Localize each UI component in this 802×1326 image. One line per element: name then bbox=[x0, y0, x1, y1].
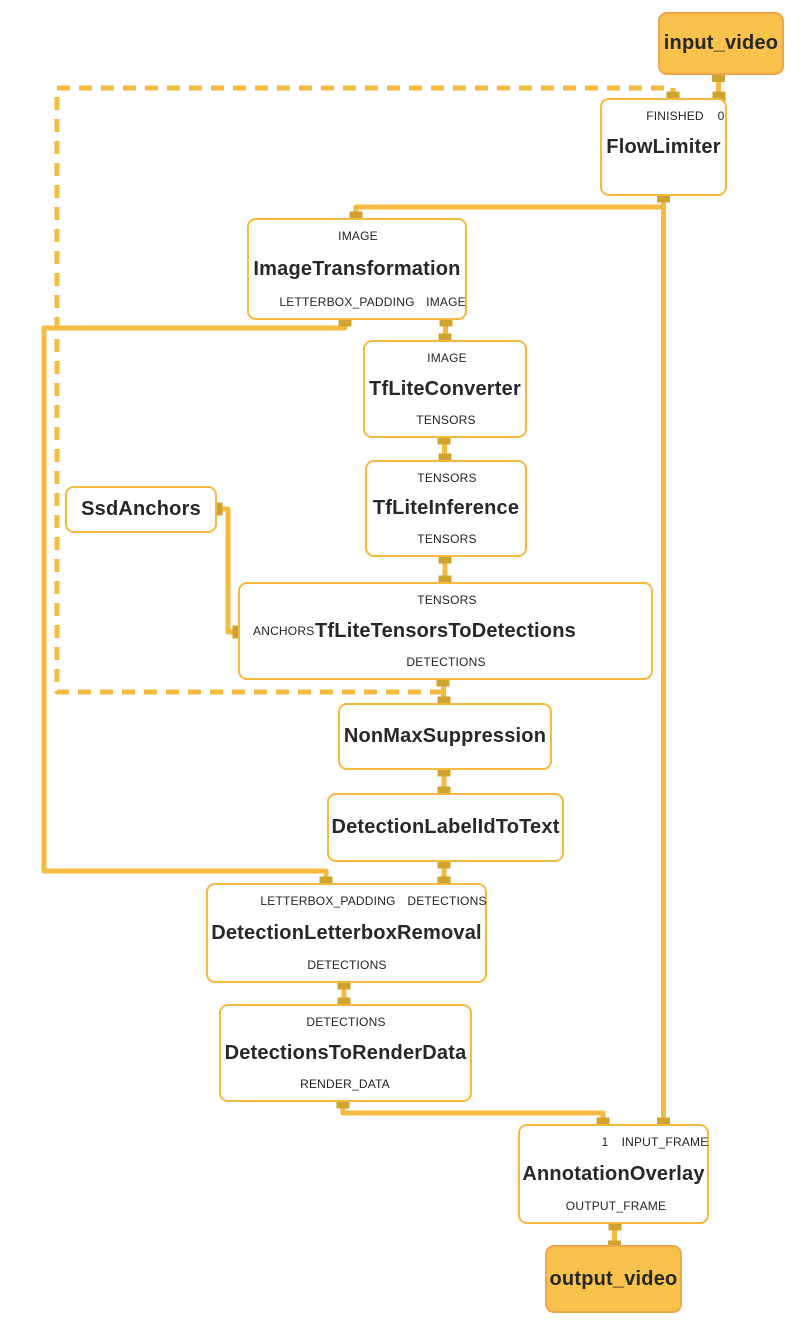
node-title-detections-to-render-data: DetectionsToRenderData bbox=[224, 1041, 467, 1064]
node-detection-letterbox-removal[interactable]: LETTERBOX_PADDING DETECTIONS DetectionLe… bbox=[206, 883, 487, 983]
edge-flowlimiter-to-imagetransformation bbox=[353, 204, 664, 218]
node-tflite-tensors-to-detections[interactable]: TENSORS ANCHORS TfLiteTensorsToDetection… bbox=[238, 582, 653, 680]
node-ssd-anchors[interactable]: SsdAnchors bbox=[65, 486, 217, 533]
edge-detections-to-flowlimiter-finished-dashed bbox=[54, 85, 676, 695]
node-title-tflite-converter: TfLiteConverter bbox=[369, 377, 521, 400]
port-label-image-in: IMAGE bbox=[338, 229, 378, 243]
port-label-detections-out: DETECTIONS bbox=[406, 655, 486, 669]
node-detections-to-render-data[interactable]: DETECTIONS DetectionsToRenderData RENDER… bbox=[219, 1004, 472, 1102]
port-label-tensors-out: TENSORS bbox=[416, 413, 476, 427]
port-label-detections-in: DETECTIONS bbox=[407, 894, 487, 908]
port-label-detections-out: DETECTIONS bbox=[307, 958, 387, 972]
port-label-image-out: IMAGE bbox=[426, 295, 466, 309]
port-label-letterbox-padding-in: LETTERBOX_PADDING bbox=[260, 894, 396, 908]
node-non-max-suppression[interactable]: NonMaxSuppression bbox=[338, 703, 552, 770]
node-title-tflite-inference: TfLiteInference bbox=[372, 497, 520, 519]
node-image-transformation[interactable]: IMAGE ImageTransformation LETTERBOX_PADD… bbox=[247, 218, 467, 320]
node-annotation-overlay[interactable]: 1 INPUT_FRAME AnnotationOverlay OUTPUT_F… bbox=[518, 1124, 709, 1224]
port-label-tensors-out: TENSORS bbox=[417, 532, 477, 546]
node-title-tflite-tensors-to-detections: TfLiteTensorsToDetections bbox=[315, 619, 576, 642]
port-label-letterbox-padding-out: LETTERBOX_PADDING bbox=[279, 295, 415, 309]
port-label-0: 0 bbox=[717, 109, 725, 123]
port-label-tensors-in: TENSORS bbox=[417, 471, 477, 485]
node-title-input-video: input_video bbox=[663, 32, 779, 54]
edge-ssdanchors-to-anchors bbox=[216, 506, 239, 635]
node-title-image-transformation: ImageTransformation bbox=[253, 257, 461, 280]
node-output-video[interactable]: output_video bbox=[545, 1245, 682, 1313]
port-label-1-in: 1 bbox=[601, 1135, 609, 1149]
node-tflite-converter[interactable]: IMAGE TfLiteConverter TENSORS bbox=[363, 340, 527, 438]
node-flow-limiter[interactable]: FINISHED 0 FlowLimiter bbox=[600, 98, 727, 196]
port-label-finished: FINISHED bbox=[646, 109, 704, 123]
port-label-tensors-in: TENSORS bbox=[417, 593, 477, 607]
node-detection-label-id-to-text[interactable]: DetectionLabelIdToText bbox=[327, 793, 564, 862]
node-title-ssd-anchors: SsdAnchors bbox=[81, 498, 201, 520]
port-label-input-frame-in: INPUT_FRAME bbox=[621, 1135, 709, 1149]
port-label-render-data-out: RENDER_DATA bbox=[300, 1077, 390, 1091]
edge-renderdata-to-annotationoverlay bbox=[340, 1102, 606, 1124]
node-title-detection-letterbox-removal: DetectionLetterboxRemoval bbox=[211, 921, 482, 944]
node-input-video[interactable]: input_video bbox=[658, 12, 784, 75]
node-title-flow-limiter: FlowLimiter bbox=[606, 135, 721, 158]
port-label-image-in: IMAGE bbox=[427, 351, 467, 365]
node-title-annotation-overlay: AnnotationOverlay bbox=[522, 1162, 705, 1185]
port-label-output-frame-out: OUTPUT_FRAME bbox=[565, 1199, 667, 1213]
node-title-detection-label-id-to-text: DetectionLabelIdToText bbox=[331, 816, 560, 838]
node-title-non-max-suppression: NonMaxSuppression bbox=[343, 725, 547, 747]
node-tflite-inference[interactable]: TENSORS TfLiteInference TENSORS bbox=[365, 460, 527, 557]
edge-letterboxpadding-to-detectionletterboxremoval bbox=[41, 320, 348, 883]
node-title-output-video: output_video bbox=[549, 1267, 678, 1290]
port-label-anchors-in: ANCHORS bbox=[253, 624, 315, 638]
port-label-detections-in: DETECTIONS bbox=[306, 1015, 386, 1029]
